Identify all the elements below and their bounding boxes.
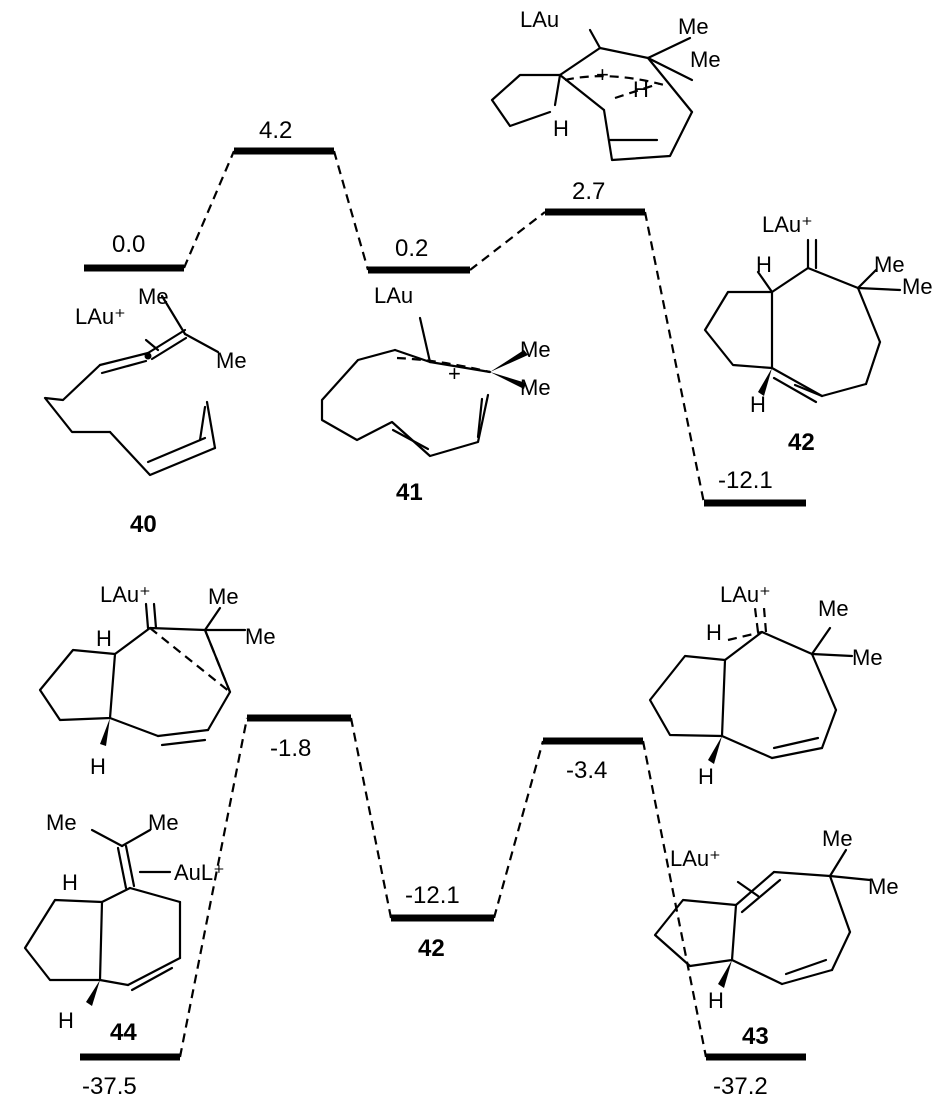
connector [643, 211, 706, 504]
energy-label: 0.0 [112, 231, 145, 258]
atom-label: Me [148, 810, 179, 835]
atom-label: LAu [374, 283, 413, 308]
atom-label: H [62, 870, 78, 895]
atom-label: H [750, 392, 766, 417]
energy-label: 2.7 [572, 178, 605, 205]
structure-43: LAu⁺ Me Me H 43 [653, 826, 899, 1050]
atom-label: H [633, 77, 649, 102]
connector [469, 211, 546, 271]
atom-label: LAu⁺ [720, 582, 771, 607]
compound-label-44: 44 [110, 1019, 137, 1046]
atom-label: Me [520, 337, 551, 362]
atom-label: Me [216, 348, 247, 373]
atom-label: H [756, 252, 772, 277]
atom-label: LAu⁺ [762, 212, 813, 237]
atom-label: Me [902, 274, 933, 299]
structure-42-top: LAu⁺ H Me Me H 42 [703, 212, 933, 456]
connector [492, 740, 545, 919]
compound-label-41: 41 [396, 479, 423, 506]
atom-label: LAu⁺ [75, 304, 126, 329]
bottom-energy-profile: -37.5 -1.8 -12.1 -3.4 -37.2 [80, 714, 806, 1100]
connector [182, 150, 236, 269]
energy-label: -12.1 [718, 467, 773, 494]
compound-label-40: 40 [130, 511, 157, 538]
connector [178, 717, 249, 1058]
connector [349, 717, 393, 919]
atom-label: Me [208, 584, 239, 609]
energy-label: -37.2 [713, 1073, 768, 1100]
energy-label: -12.1 [405, 882, 460, 909]
atom-label: Me [874, 252, 905, 277]
energy-label: -37.5 [82, 1073, 137, 1100]
atom-label: Me [138, 284, 169, 309]
atom-label: H [90, 754, 106, 779]
atom-label: Me [822, 826, 853, 851]
atom-label: LAu⁺ [100, 582, 151, 607]
atom-label: Me [245, 624, 276, 649]
structure-44: Me Me AuL⁺ H H 44 [23, 810, 225, 1046]
atom-label: H [698, 764, 714, 789]
atom-label: Me [678, 14, 709, 39]
structure-ts-top: LAu + H H Me Me [490, 7, 721, 162]
atom-label: Me [818, 596, 849, 621]
atom-label: Me [46, 810, 77, 835]
atom-label: H [58, 1008, 74, 1033]
energy-label: 4.2 [259, 117, 292, 144]
atom-label: Me [868, 874, 899, 899]
atom-label: LAu⁺ [670, 846, 721, 871]
atom-label: H [708, 988, 724, 1013]
connector [641, 740, 708, 1058]
atom-label: H [553, 116, 569, 141]
compound-label-42-bottom: 42 [418, 935, 445, 962]
atom-label: + [448, 361, 461, 386]
atom-label: H [96, 626, 112, 651]
atom-label: AuL⁺ [174, 860, 225, 885]
top-energy-profile: 0.0 4.2 0.2 2.7 -12.1 [84, 117, 806, 507]
connector [332, 150, 370, 271]
energy-label: 0.2 [395, 235, 428, 262]
structure-ts-bottom-right: LAu⁺ H Me Me H [648, 582, 883, 789]
atom-label: Me [690, 47, 721, 72]
atom-label: LAu [520, 7, 559, 32]
structure-ts-bottom-left: LAu⁺ H Me Me H [38, 582, 276, 779]
atom-label: Me [852, 645, 883, 670]
atom-label: H [706, 620, 722, 645]
atom-label: Me [520, 375, 551, 400]
energy-label: -3.4 [566, 757, 607, 784]
structure-40: LAu⁺ Me Me 40 [43, 284, 247, 538]
atom-label: + [596, 62, 609, 87]
energy-label: -1.8 [270, 735, 311, 762]
compound-label-43: 43 [742, 1023, 769, 1050]
structure-41: LAu + Me Me 41 [320, 283, 551, 506]
compound-label-42-top: 42 [788, 429, 815, 456]
